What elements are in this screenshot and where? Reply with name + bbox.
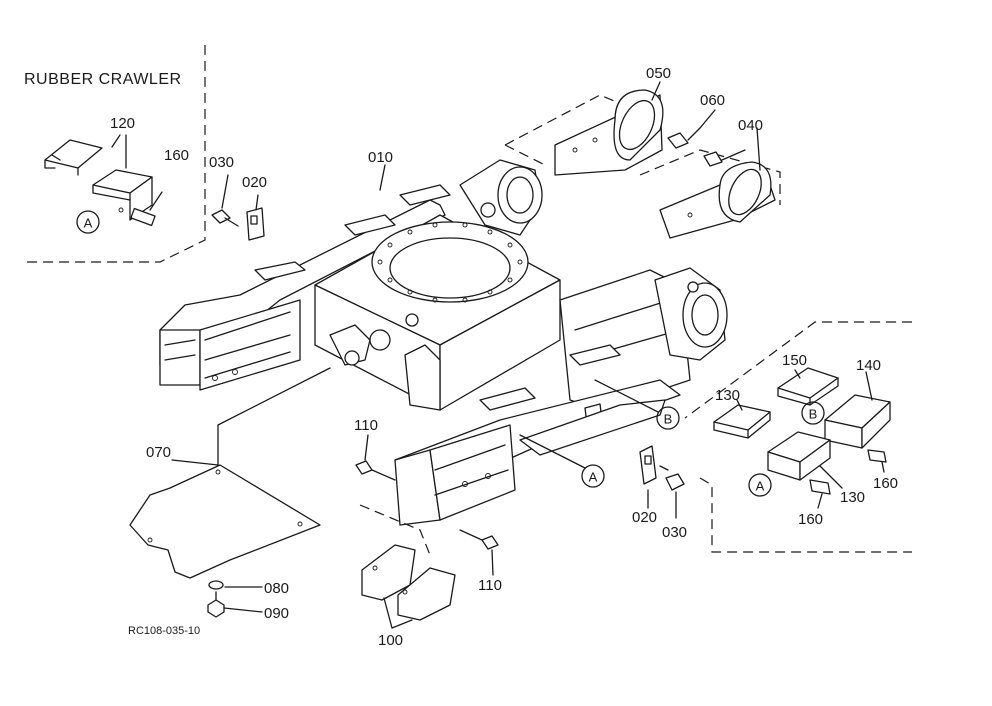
bolt-030-right (659, 465, 685, 491)
pad-150 (777, 367, 839, 406)
label-020-upper: 020 (242, 174, 267, 191)
label-120: 120 (110, 115, 135, 132)
marker-a-left: A (76, 210, 100, 234)
cover-050 (504, 89, 664, 176)
marker-a-frame: A (519, 434, 605, 488)
bolt-110-upper (355, 460, 396, 481)
label-130-lower: 130 (840, 489, 865, 506)
diagram-title: RUBBER CRAWLER (24, 71, 182, 88)
svg-text:B: B (664, 412, 673, 427)
label-100: 100 (378, 632, 403, 649)
label-040: 040 (738, 117, 763, 134)
bolt-160-right-upper (867, 449, 887, 463)
under-cover-070 (129, 464, 321, 579)
label-160-left: 160 (164, 147, 189, 164)
bracket-020-right (639, 445, 657, 485)
bolt-060 (667, 127, 701, 149)
marker-b-frame: B (594, 379, 680, 430)
bolt-040-side (703, 149, 746, 167)
label-110-upper: 110 (354, 417, 378, 434)
label-020-lower: 020 (632, 509, 657, 526)
svg-text:A: A (589, 470, 598, 485)
marker-b-inset: B (801, 401, 825, 425)
bolt-160-left (130, 191, 163, 227)
ring-bolt-holes (377, 222, 523, 303)
track-frame-010 (159, 159, 728, 526)
label-090: 090 (264, 605, 289, 622)
marker-a-inset: A (748, 473, 772, 497)
bolt-110-lower (459, 529, 499, 550)
leader-lines (171, 81, 885, 629)
bracket-020-left (246, 207, 265, 241)
pad-130-upper (713, 404, 771, 439)
bolt-090 (207, 591, 225, 618)
guide-plate-100 (359, 504, 456, 621)
cover-040 (639, 149, 781, 239)
label-140: 140 (856, 357, 881, 374)
rubber-pad-120 (44, 139, 153, 221)
inset-boundary-left (25, 45, 206, 263)
washer-080 (208, 580, 224, 590)
bolt-160-right-lower (809, 479, 831, 495)
label-030-upper: 030 (209, 154, 234, 171)
pad-140 (824, 394, 891, 449)
label-150: 150 (782, 352, 807, 369)
label-160-right: 160 (873, 475, 898, 492)
label-070: 070 (146, 444, 171, 461)
label-130-upper: 130 (715, 387, 740, 404)
label-010: 010 (368, 149, 393, 166)
svg-text:A: A (756, 479, 765, 494)
bolt-030-left (211, 209, 239, 227)
label-060: 060 (700, 92, 725, 109)
svg-text:A: A (84, 216, 93, 231)
label-050: 050 (646, 65, 671, 82)
pad-130-lower (767, 431, 831, 481)
label-160-bottom: 160 (798, 511, 823, 528)
label-080: 080 (264, 580, 289, 597)
label-110-lower: 110 (478, 577, 502, 594)
drawing-reference: RC108-035-10 (128, 625, 200, 637)
label-030-lower: 030 (662, 524, 687, 541)
inset-boundary-right (684, 321, 912, 553)
svg-text:B: B (809, 407, 818, 422)
